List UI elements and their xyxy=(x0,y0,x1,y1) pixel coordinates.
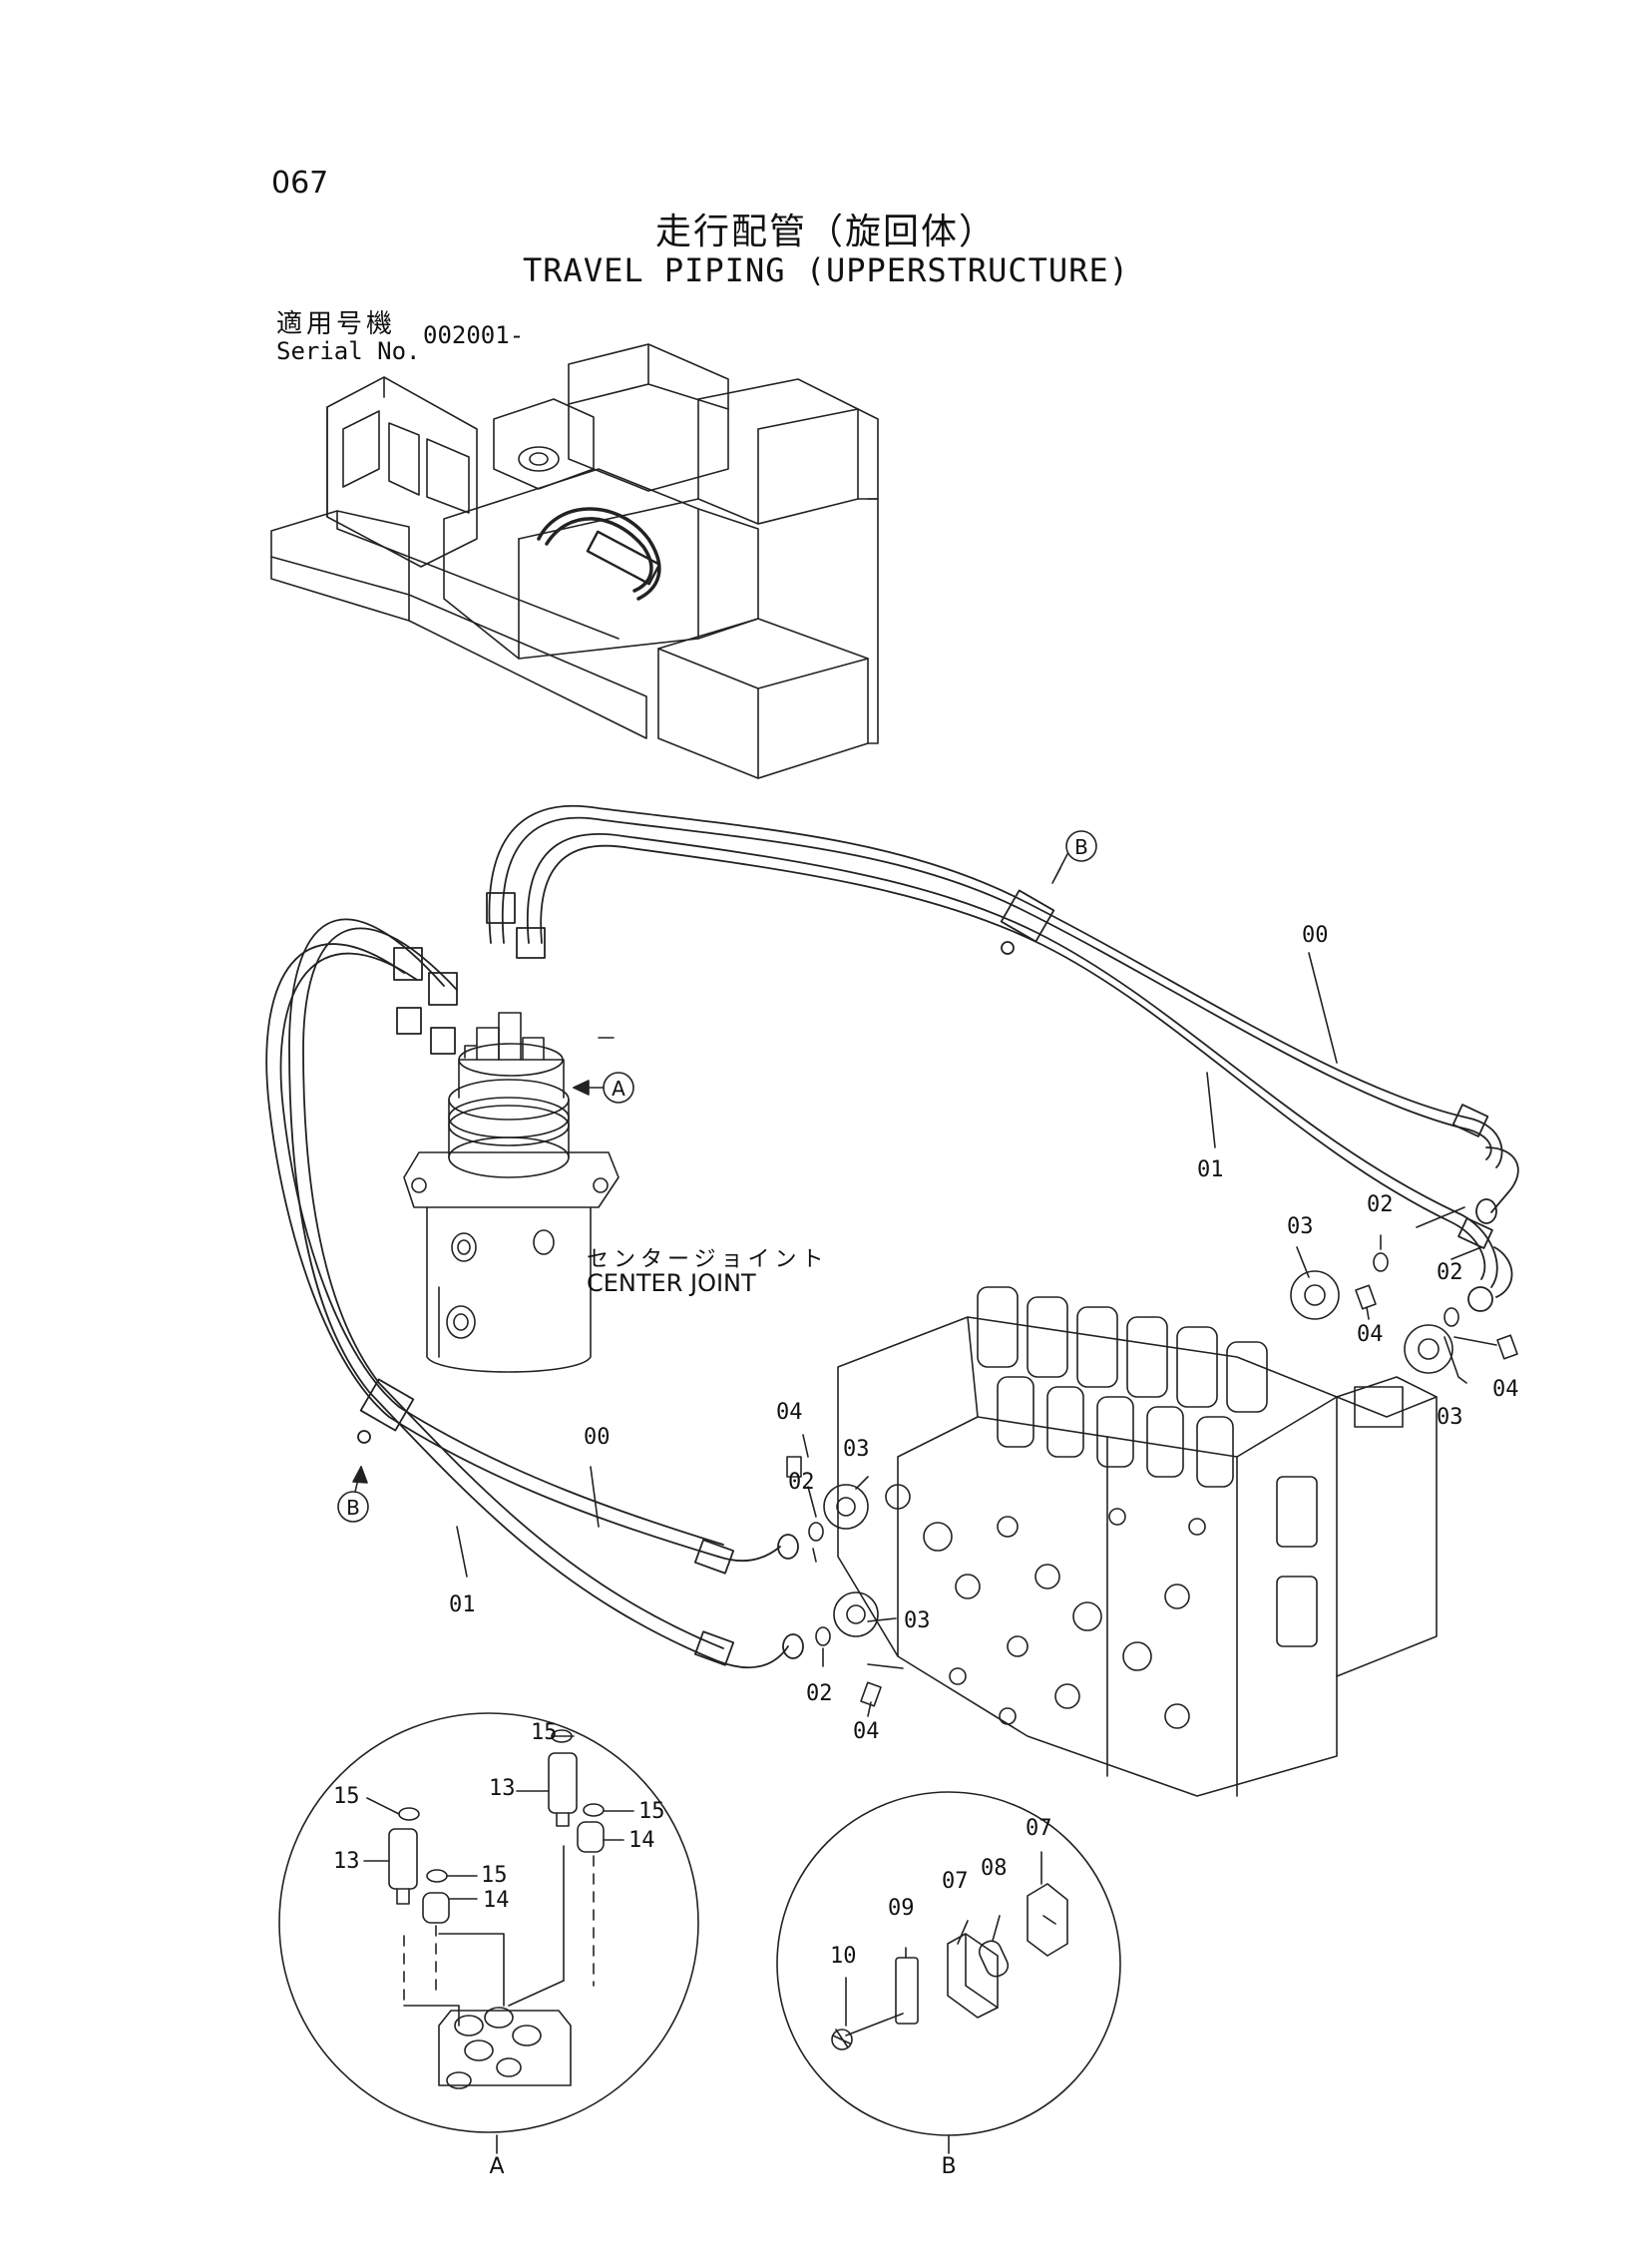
callout-circle-b-upper xyxy=(1066,831,1096,861)
callout-circle-b-lower xyxy=(338,1492,368,1522)
serial-value: 002001- xyxy=(423,321,525,349)
center-joint-label-english: CENTER JOINT xyxy=(587,1269,756,1297)
part-number-label: 03 xyxy=(1287,1214,1314,1239)
title-english: TRAVEL PIPING (UPPERSTRUCTURE) xyxy=(523,251,1129,289)
part-number-label: 00 xyxy=(584,1425,611,1450)
callout-a: A xyxy=(612,1077,625,1101)
detail-b-drawing xyxy=(777,1792,1120,2153)
part-number-label: 03 xyxy=(843,1437,870,1462)
part-number-label: 08 xyxy=(981,1856,1008,1881)
part-number-label: 15 xyxy=(333,1784,360,1809)
control-valve-drawing xyxy=(599,1038,1517,1796)
serial-label-japanese: 適用号機 xyxy=(276,309,397,339)
part-number-label: 03 xyxy=(904,1608,931,1633)
part-number-label: 02 xyxy=(1367,1192,1394,1217)
part-number-label: 10 xyxy=(830,1944,857,1969)
part-number-label: 14 xyxy=(483,1888,510,1913)
part-number-label: 07 xyxy=(942,1869,969,1894)
detail-a-drawing xyxy=(279,1713,698,2153)
part-number-label: 02 xyxy=(788,1470,815,1495)
part-number-label: 07 xyxy=(1026,1816,1052,1841)
title-japanese: 走行配管（旋回体） xyxy=(654,212,997,252)
part-number-label: 04 xyxy=(776,1400,803,1425)
part-number-label: 02 xyxy=(806,1681,833,1706)
part-number-label: 15 xyxy=(531,1720,558,1745)
part-number-label: 13 xyxy=(333,1849,360,1874)
part-number-label: 04 xyxy=(1492,1377,1519,1402)
center-joint-label-japanese: センタージョイント xyxy=(587,1247,829,1272)
part-number-label: 04 xyxy=(1357,1322,1384,1347)
hose-lines xyxy=(266,806,1518,1667)
part-number-label: 00 xyxy=(1302,923,1329,948)
part-number-label: 01 xyxy=(1197,1157,1224,1182)
detail-a-label: A xyxy=(489,2154,504,2179)
callout-b-upper: B xyxy=(1074,835,1088,859)
page-number: 067 xyxy=(271,166,329,201)
part-number-label: 02 xyxy=(1437,1260,1463,1285)
machine-overview xyxy=(271,344,878,778)
part-number-label: 09 xyxy=(888,1896,915,1921)
part-number-label: 03 xyxy=(1437,1405,1463,1430)
part-number-label: 01 xyxy=(449,1592,476,1617)
part-number-label: 14 xyxy=(628,1828,655,1853)
callout-b-lower: B xyxy=(346,1496,360,1520)
part-number-label: 13 xyxy=(489,1776,516,1801)
part-number-label: 04 xyxy=(853,1719,880,1744)
part-number-label: 15 xyxy=(638,1799,665,1824)
serial-label-english: Serial No. xyxy=(276,337,421,365)
center-joint-drawing xyxy=(404,1013,619,1372)
detail-b-label: B xyxy=(941,2154,956,2179)
part-number-label: 15 xyxy=(481,1863,508,1888)
